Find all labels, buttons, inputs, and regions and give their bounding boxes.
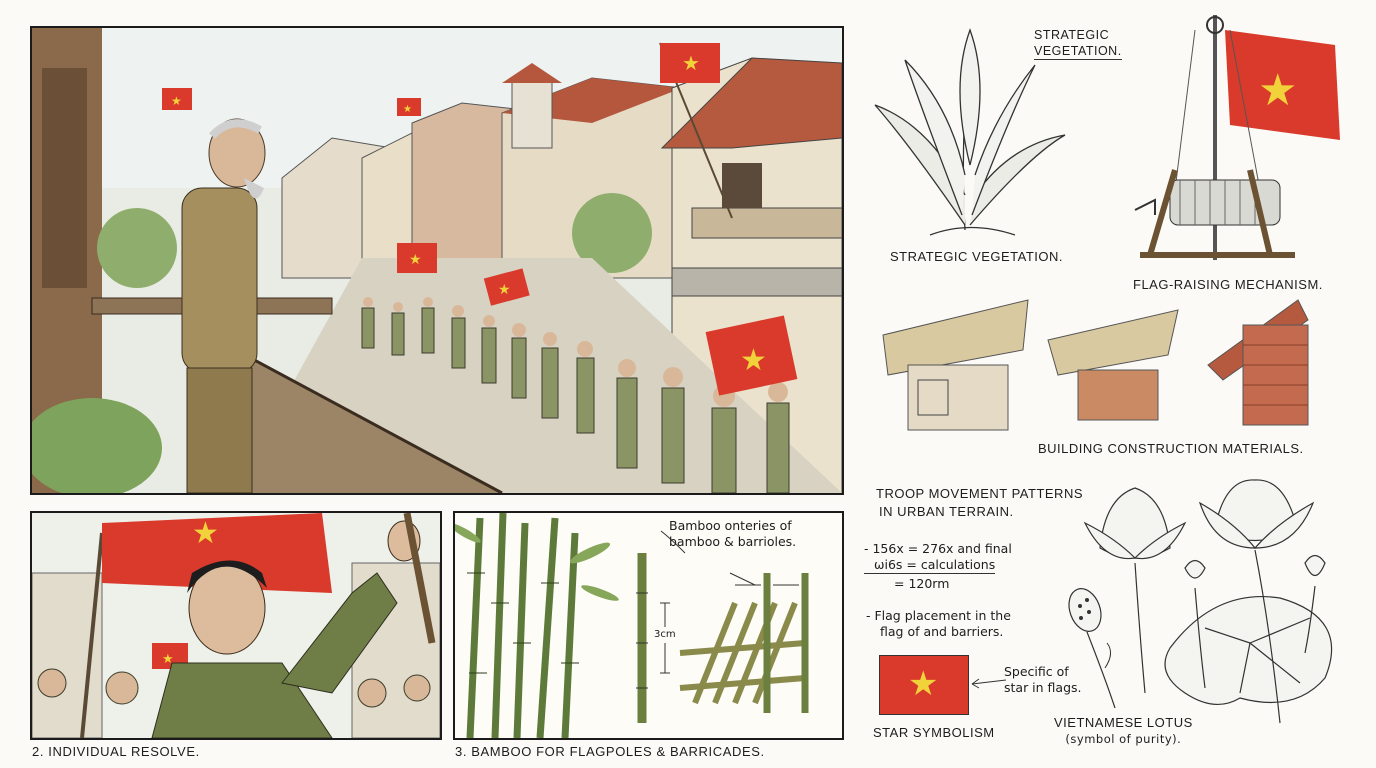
- calc-line1: - 156x = 276x and final: [864, 541, 1012, 556]
- calc-line2: ωi6s = calculations: [864, 557, 996, 574]
- lotus-sketch: [1068, 479, 1333, 724]
- bamboo-panel: Bamboo onteries of bamboo & barrioles. 3…: [453, 511, 844, 740]
- panel3-caption-text: 3. BAMBOO FOR FLAGPOLES & BARRICADES.: [455, 744, 765, 759]
- panel2-caption-text: 2. INDIVIDUAL RESOLVE.: [32, 744, 200, 759]
- vegetation-top-line1: STRATEGIC: [1034, 28, 1110, 42]
- construction-materials-sketch: [882, 299, 1309, 431]
- troop-title-line1: TROOP MOVEMENT PATTERNS: [876, 486, 1084, 501]
- star-note-line1: Specific of: [1004, 664, 1069, 679]
- flag-placement-note: - Flag placement in the flag of and barr…: [866, 608, 1011, 640]
- star-note-arrow: [971, 678, 1007, 689]
- svg-text:★: ★: [740, 344, 767, 377]
- lotus-title: VIETNAMESE LOTUS: [1054, 715, 1193, 730]
- materials-label: BUILDING CONSTRUCTION MATERIALS.: [1038, 441, 1304, 456]
- calc-line3: = 120rm: [894, 576, 950, 591]
- bamboo-measure: 3cm: [654, 627, 676, 643]
- star-icon: ★: [908, 665, 939, 703]
- flag-mechanism-label: FLAG-RAISING MECHANISM.: [1133, 277, 1323, 292]
- troop-movement-title: TROOP MOVEMENT PATTERNS IN URBAN TERRAIN…: [876, 485, 1083, 521]
- bamboo-note-line1: Bamboo onteries of: [669, 518, 792, 533]
- flag-raising-mechanism-sketch: ★: [1134, 15, 1340, 260]
- lotus-subtitle: (symbol of purity).: [1065, 732, 1182, 746]
- star-note-line2: star in flags.: [1004, 680, 1082, 695]
- vegetation-label: STRATEGIC VEGETATION.: [890, 249, 1064, 264]
- flag-note-line1: - Flag placement in the: [866, 608, 1011, 623]
- vegetation-top-line2: VEGETATION.: [1034, 44, 1122, 60]
- svg-text:★: ★: [409, 251, 422, 267]
- svg-text:★: ★: [171, 94, 182, 108]
- flag-note-line2: flag of and barriers.: [880, 624, 1004, 639]
- street-scene-illustration: ★ ★ ★ ★ ★ ★: [32, 28, 842, 493]
- star-note: Specific of star in flags.: [1004, 664, 1082, 696]
- main-scene-panel: ★ ★ ★ ★ ★ ★: [30, 26, 844, 495]
- svg-text:★: ★: [498, 281, 511, 297]
- bamboo-illustration: [455, 513, 842, 738]
- individual-resolve-panel: ★ ★: [30, 511, 442, 740]
- bamboo-note-line2: bamboo & barrioles.: [669, 534, 797, 549]
- svg-text:★: ★: [1258, 66, 1297, 115]
- resolve-illustration: ★ ★: [32, 513, 440, 738]
- svg-text:★: ★: [403, 104, 412, 115]
- lotus-label: VIETNAMESE LOTUS (symbol of purity).: [1054, 715, 1193, 747]
- star-symbolism-flag: ★: [879, 655, 969, 715]
- svg-text:★: ★: [682, 53, 700, 75]
- star-symbolism-label: STAR SYMBOLISM: [873, 725, 995, 740]
- svg-text:★: ★: [192, 517, 219, 550]
- vegetation-sketch: [874, 28, 1066, 236]
- calculation-notes: - 156x = 276x and final ωi6s = calculati…: [864, 541, 1012, 592]
- vegetation-top-label: STRATEGIC VEGETATION.: [1034, 27, 1122, 60]
- svg-text:★: ★: [162, 651, 174, 666]
- bamboo-note: Bamboo onteries of bamboo & barrioles.: [669, 518, 796, 550]
- troop-title-line2: IN URBAN TERRAIN.: [879, 504, 1014, 519]
